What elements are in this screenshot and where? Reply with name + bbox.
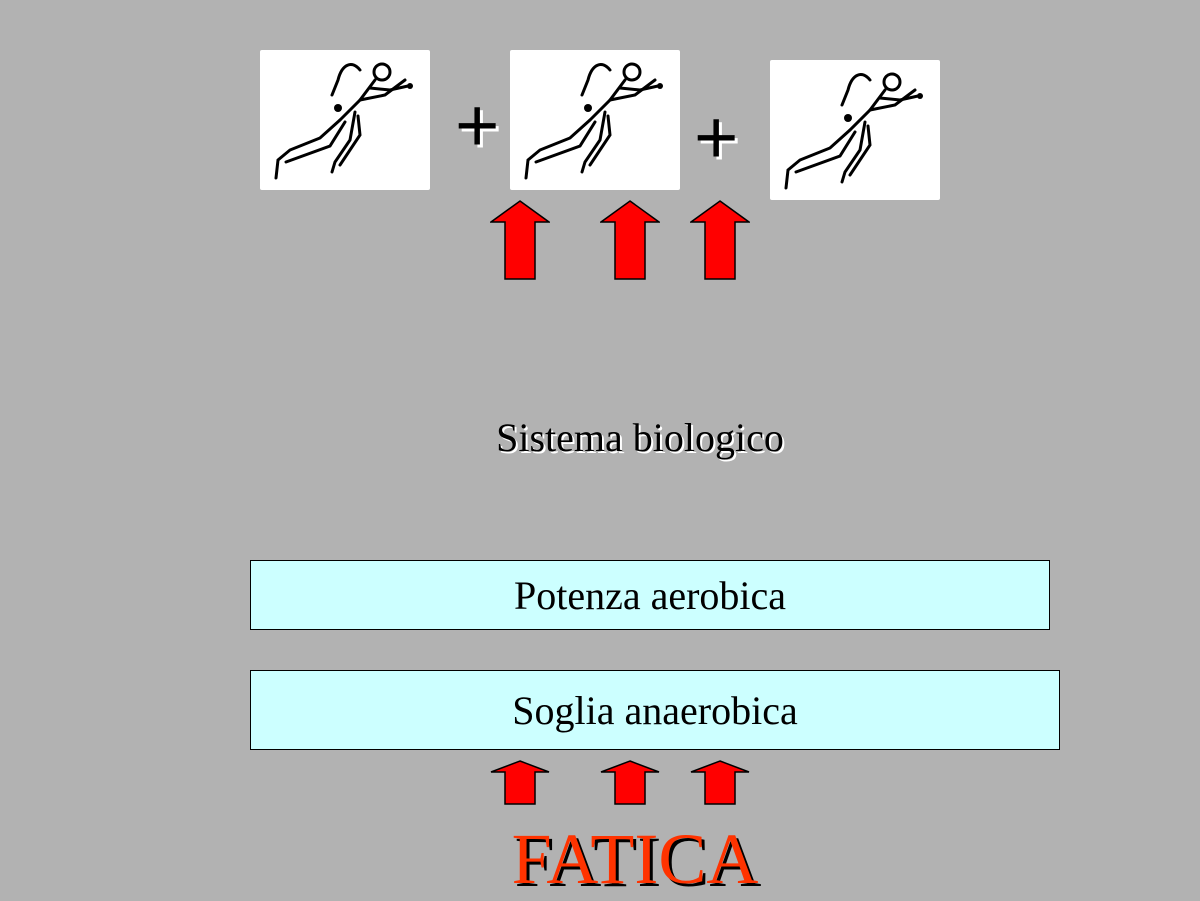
plus-sign-1: + [455, 83, 500, 168]
arrow-up-icon [690, 760, 750, 805]
arrow-up-icon [490, 760, 550, 805]
potenza-aerobica-box: Potenza aerobica [250, 560, 1050, 630]
arrow-up-icon [490, 200, 550, 280]
arrow-up-icon [600, 760, 660, 805]
runner-icon [784, 72, 925, 190]
soglia-anaerobica-box: Soglia anaerobica [250, 670, 1060, 750]
arrow-up-icon [600, 200, 660, 280]
runner-icon [524, 62, 665, 180]
system-label: Sistema biologico [496, 415, 784, 460]
runner-image-1 [260, 50, 430, 190]
fatica-title: FATICA [511, 819, 759, 899]
runner-icon [274, 62, 415, 180]
runner-image-3 [770, 60, 940, 200]
arrow-up-icon [690, 200, 750, 280]
plus-sign-2: + [694, 95, 739, 180]
runner-image-2 [510, 50, 680, 190]
